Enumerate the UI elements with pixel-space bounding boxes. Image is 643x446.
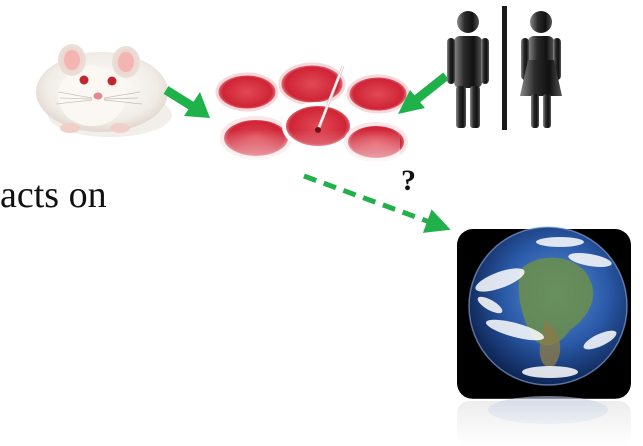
man-woman-restroom-icon	[447, 6, 562, 130]
rat-photo-icon	[36, 44, 172, 137]
earth-globe-icon	[450, 227, 640, 446]
question-mark: ?	[401, 166, 416, 196]
rat-to-plate-arrow	[166, 90, 210, 118]
plate-to-earth-dashed-arrow	[304, 176, 446, 228]
partial-caption-text: acts on	[0, 176, 107, 214]
cell-culture-plate-icon	[215, 64, 408, 172]
